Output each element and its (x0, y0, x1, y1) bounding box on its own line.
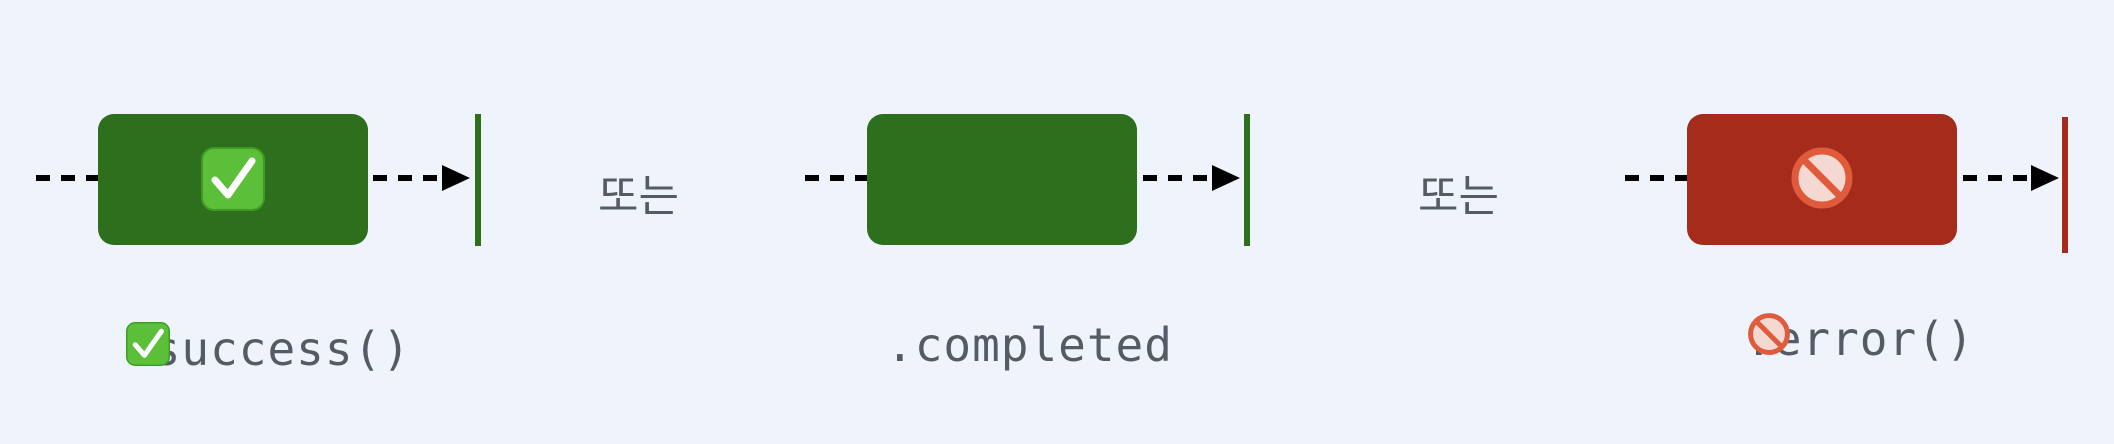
connector-or-1: 또는 (598, 171, 679, 222)
completed-box (867, 114, 1137, 245)
label-completed: .completed (886, 318, 1173, 372)
error-label-suffix: ) (1945, 312, 1975, 366)
error-bar (2062, 117, 2068, 253)
prohibited-icon (1791, 147, 1853, 209)
completion-bar (475, 114, 481, 246)
panel-completed (805, 114, 1250, 246)
completion-bar (1244, 114, 1250, 246)
success-label-suffix: ) (382, 322, 411, 376)
arrowhead (2031, 165, 2059, 191)
check-mark-icon (201, 147, 265, 211)
check-mark-icon (126, 322, 170, 366)
panel-error (1625, 114, 2068, 253)
arrowhead (442, 165, 470, 191)
prohibited-icon (1748, 313, 1790, 355)
panel-success (36, 114, 481, 246)
label-success: .success() (124, 322, 411, 376)
connector-or-2: 또는 (1418, 171, 1499, 222)
label-error: .error() (1745, 312, 1975, 366)
arrowhead (1212, 165, 1240, 191)
